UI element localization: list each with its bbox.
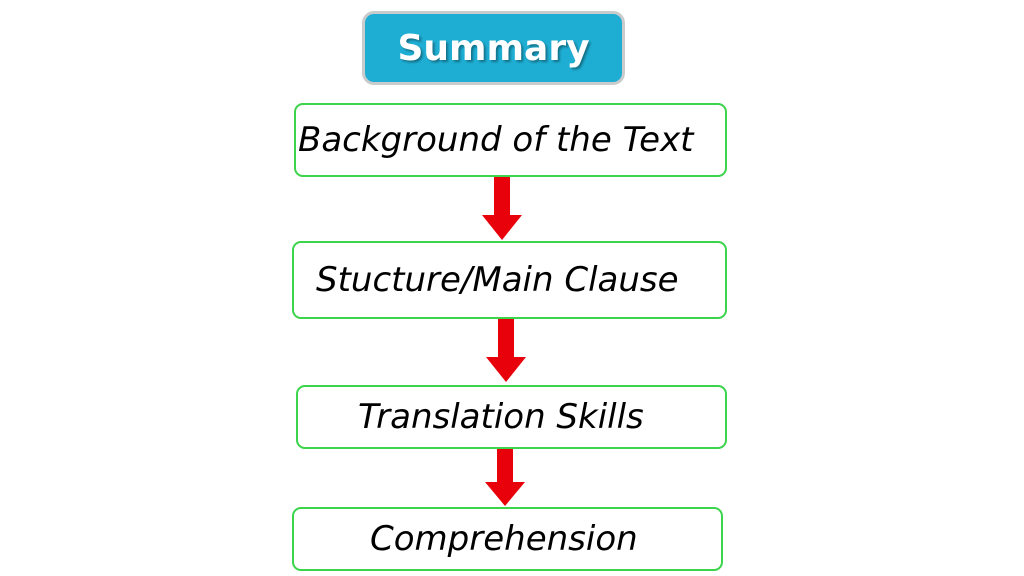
step-translation-skills: Translation Skills: [296, 385, 727, 449]
step-label: Translation Skills: [358, 397, 644, 437]
summary-title-box: Summary: [362, 11, 625, 85]
down-arrow-icon: [482, 177, 522, 240]
step-label: Stucture/Main Clause: [316, 260, 679, 300]
step-structure-main-clause: Stucture/Main Clause: [292, 241, 727, 319]
step-label: Background of the Text: [298, 120, 694, 160]
step-comprehension: Comprehension: [292, 507, 723, 571]
step-background-of-the-text: Background of the Text: [294, 103, 727, 177]
summary-title: Summary: [397, 27, 590, 69]
step-label: Comprehension: [370, 519, 638, 559]
down-arrow-icon: [486, 319, 526, 382]
down-arrow-icon: [485, 449, 525, 506]
